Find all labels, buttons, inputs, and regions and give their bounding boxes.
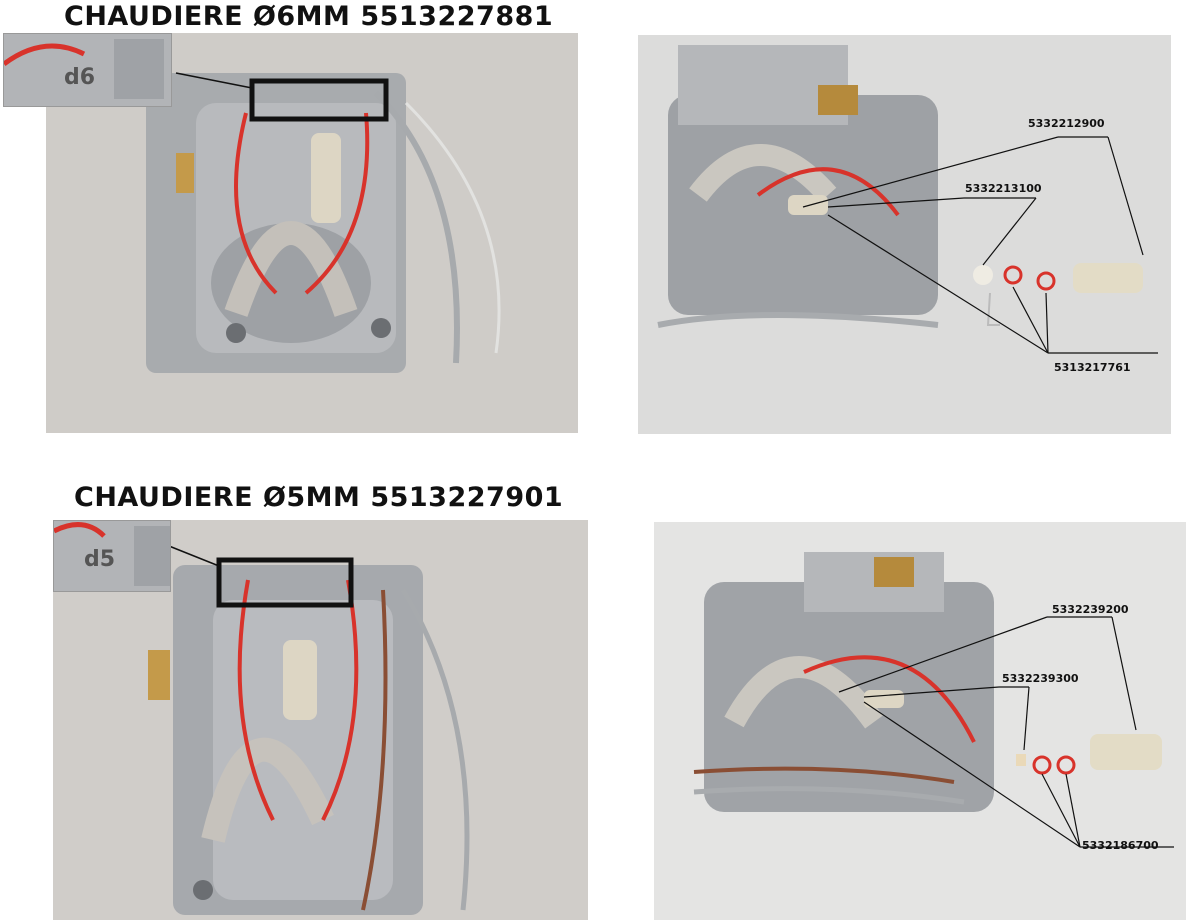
part-number-nozzle: 5332239200 — [1052, 603, 1129, 616]
boiler-5mm-parts-photo: 5332239200 5332239300 5332186700 — [654, 522, 1186, 920]
boiler-5mm-inset: d5 — [53, 520, 171, 592]
boiler-6mm-title: CHAUDIERE Ø6MM 5513227881 — [64, 1, 554, 32]
seal-ring-2 — [1036, 271, 1056, 291]
boiler-6mm-inset: d6 — [3, 33, 172, 107]
part-number-ball: 5332239300 — [1002, 672, 1079, 685]
valve-ball — [1016, 754, 1026, 766]
boiler-6mm-parts-photo: 5332212900 5332213100 5313217761 — [638, 35, 1171, 434]
seal-ring-1 — [1003, 265, 1023, 285]
connector-nozzle — [1090, 734, 1162, 770]
seal-ring-1 — [1032, 755, 1052, 775]
part-number-seals: 5332186700 — [1082, 839, 1159, 852]
d5-marking: d5 — [84, 547, 115, 572]
d6-marking: d6 — [64, 65, 95, 90]
connector-nozzle — [1073, 263, 1143, 293]
seal-ring-2 — [1056, 755, 1076, 775]
boiler-5mm-photo — [53, 520, 588, 920]
part-number-ball: 5332213100 — [965, 182, 1042, 195]
valve-ball — [973, 265, 993, 285]
part-number-nozzle: 5332212900 — [1028, 117, 1105, 130]
boiler-5mm-title: CHAUDIERE Ø5MM 5513227901 — [74, 482, 564, 513]
part-number-seals: 5313217761 — [1054, 361, 1131, 374]
boiler-6mm-photo — [46, 33, 578, 433]
